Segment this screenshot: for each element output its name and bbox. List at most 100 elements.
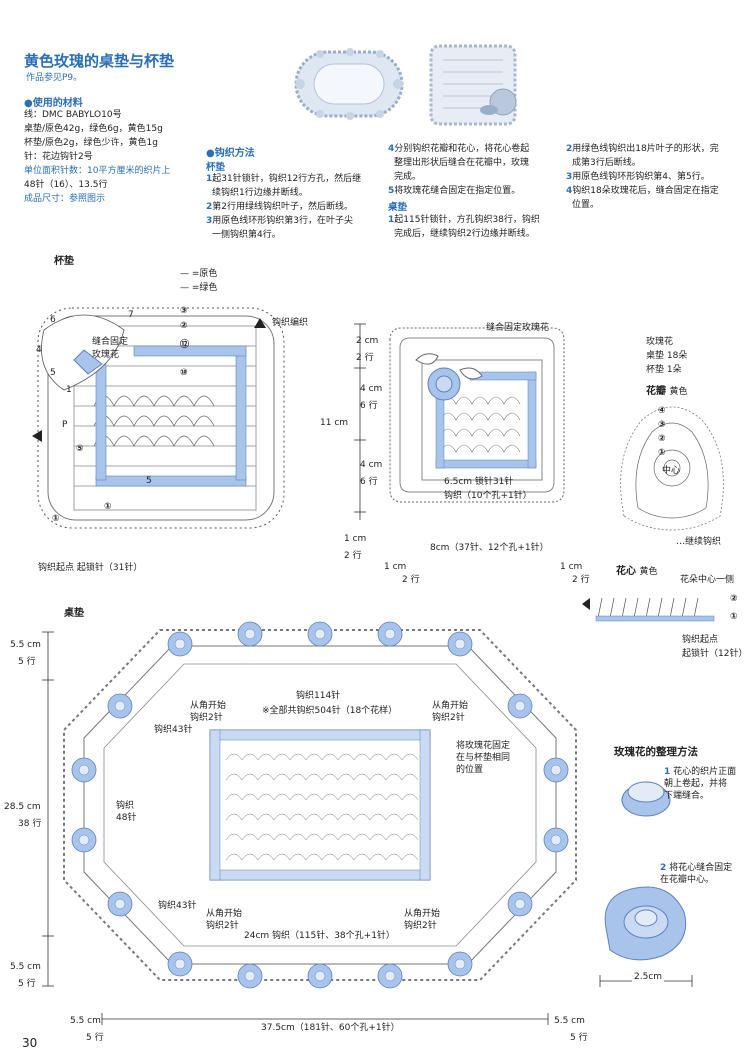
coaster-row-2: ② xyxy=(180,321,188,331)
page-title: 黄色玫瑰的桌垫与杯垫 xyxy=(24,52,175,70)
mat-dim-top: 5.5 cm xyxy=(10,640,41,650)
legend-green: — =绿色 xyxy=(180,283,218,293)
mat-width-total: 37.5cm（181针、60个孔+1针） xyxy=(258,1020,403,1033)
mat-note: ※全部共钩织504针（18个花样） xyxy=(262,706,398,716)
mat-corner-tl: 从角开始钩织2针 xyxy=(190,701,227,723)
heart-label: 花心 黄色 xyxy=(616,566,658,577)
heart-chart xyxy=(580,586,720,626)
heart-side-label: 花朵中心一侧 xyxy=(680,575,735,585)
coaster-leaf-row: 4 xyxy=(36,345,42,355)
materials-line: 杯垫/原色2g，绿色少许，黄色1g xyxy=(24,138,158,148)
method-col1: 1起31针锁针，钩织12行方孔，然后继 续钩织1行边缘并断线。 2第2行用绿线钩… xyxy=(206,174,362,240)
coaster-row-10: ⑩ xyxy=(180,368,188,378)
coaster-dim-mid1-rows: 6 行 xyxy=(360,401,378,411)
coaster-dim-bottom: 1 cm xyxy=(344,534,367,544)
coaster-bottom-width: 8cm（37针、12个孔+1针） xyxy=(430,543,549,553)
method-col3: 2用绿色线钩织出18片叶子的形状，完 成第3行后断线。 3用原色线钩环形钩织第4… xyxy=(566,144,719,210)
coaster-chart xyxy=(14,290,304,550)
mat-dim-mid-rows: 38 行 xyxy=(18,819,42,829)
coaster-leaf-row: 7 xyxy=(128,310,134,320)
table-mat-label: 桌垫 xyxy=(64,608,84,619)
method-col2: 4分别钩织花瓣和花心，将花心卷起 整理出形状后缝合在花瓣中，玫瑰 完成。 5将玫… xyxy=(388,144,540,239)
coaster-label: 杯垫 xyxy=(54,256,74,267)
petal-row-3: ③ xyxy=(658,420,666,430)
page-reference: 作品参见P9。 xyxy=(26,73,83,83)
heart-row-2: ② xyxy=(730,594,738,604)
coaster-center-label: 5 xyxy=(146,476,152,486)
petal-row-2: ② xyxy=(658,434,666,444)
mat-width-right: 5.5 cm xyxy=(554,1016,585,1026)
materials-line: 48针（16）、13.5行 xyxy=(24,180,108,190)
coaster-dim-bottom-rows: 2 行 xyxy=(344,551,362,561)
coaster-left-bottom: 1 cm xyxy=(384,562,407,572)
materials-heading: ●使用的材料 xyxy=(24,98,83,109)
materials-line: 单位面积针数：10平方厘米的织片上 xyxy=(24,166,171,176)
mat-left-bottom: 钩织43针 xyxy=(158,901,197,911)
mat-rose-note: 将玫瑰花固定在与杯垫相同的位置 xyxy=(456,741,511,775)
coaster-row-5: ⑤ xyxy=(76,444,84,454)
materials-line: 针：花边钩针2号 xyxy=(24,152,93,162)
finishing-step1-image xyxy=(616,770,676,820)
coaster-rose-label: 缝合固定玫瑰花 xyxy=(92,337,129,360)
mat-width-rule xyxy=(100,1012,550,1026)
coaster-dim-top: 2 cm xyxy=(356,336,379,346)
petal-row-1: ① xyxy=(658,448,666,458)
mat-bottom-count: 24cm 钩织（115针、38个孔+1针） xyxy=(244,931,395,941)
mat-width-left: 5.5 cm xyxy=(70,1016,101,1026)
coaster-rose-pos-label: 缝合固定玫瑰花 xyxy=(486,323,550,333)
materials-line: 桌垫/原色42g，绿色6g，黄色15g xyxy=(24,124,163,134)
page-number: 30 xyxy=(22,1036,38,1050)
coaster-leaf-row: 5 xyxy=(50,368,56,378)
photo-coaster xyxy=(425,40,525,130)
coaster-method-heading: 杯垫 xyxy=(206,162,226,173)
coaster-start-label: 钩织起点 起锁针（31针） xyxy=(38,563,143,573)
finishing-step2: 2 将花心缝合固定在花瓣中心。 xyxy=(660,863,733,885)
coaster-inner-rows: 钩织（10个孔+1针） xyxy=(444,491,532,501)
coaster-dim-mid2-rows: 6 行 xyxy=(360,477,378,487)
photo-table-mat xyxy=(290,44,408,124)
coaster-right-bottom-rows: 2 行 xyxy=(572,575,590,585)
coaster-row-3: ③ xyxy=(180,306,188,316)
legend-cream: — =原色 xyxy=(180,269,218,279)
method-heading: ●钩织方法 xyxy=(206,148,255,159)
finishing-size: 2.5cm xyxy=(632,972,665,982)
petal-label: 花瓣 黄色 xyxy=(646,386,688,397)
finishing-step1: 1 花心的织片正面朝上卷起，并将下端缝合。 xyxy=(664,767,737,801)
mat-top-count: 钩织114针 xyxy=(296,691,341,701)
rose-info-title: 玫瑰花 xyxy=(646,337,674,347)
heart-row-1: ① xyxy=(730,612,738,622)
petal-continue-label: …继续钩织 xyxy=(676,537,722,547)
rose-info-table: 桌垫 18朵 xyxy=(646,351,688,361)
materials-line: 线：DMC BABYLO10号 xyxy=(24,110,122,120)
mat-width-left-rows: 5 行 xyxy=(86,1033,104,1043)
coaster-row-12: ⑫ xyxy=(180,340,190,350)
coaster-dim-mid1: 4 cm xyxy=(360,384,383,394)
finishing-heading: 玫瑰花的整理方法 xyxy=(614,746,698,758)
materials-list: 线：DMC BABYLO10号 桌垫/原色42g，绿色6g，黄色15g 杯垫/原… xyxy=(24,108,170,206)
mat-dim-bottom: 5.5 cm xyxy=(10,962,41,972)
mat-left-top: 钩织43针 xyxy=(154,725,193,735)
finishing-step2-image xyxy=(596,878,696,968)
coaster-layout-diagram xyxy=(380,320,580,520)
coaster-row-1: ① xyxy=(104,502,112,512)
coaster-left-bottom-rows: 2 行 xyxy=(402,575,420,585)
mat-dim-bottom-rows: 5 行 xyxy=(18,979,36,989)
coaster-inner-width: 6.5cm 锁针31针 xyxy=(444,477,514,487)
coaster-p-label: P xyxy=(62,420,68,430)
mat-corner-br: 从角开始钩织2针 xyxy=(404,909,441,931)
materials-line: 成品尺寸：参照图示 xyxy=(24,194,106,204)
mat-width-right-rows: 5 行 xyxy=(570,1033,588,1043)
coaster-row-1b: ① xyxy=(52,514,60,524)
rose-info-coaster: 杯垫 1朵 xyxy=(646,365,682,375)
coaster-leaf-row: 6 xyxy=(50,315,56,325)
coaster-right-bottom: 1 cm xyxy=(560,562,583,572)
table-mat-chart xyxy=(50,610,590,1000)
heart-start: 钩织起点 xyxy=(682,635,719,645)
petal-chart xyxy=(610,396,734,536)
heart-chain: 起锁针（12针） xyxy=(682,649,748,659)
mat-dim-rule xyxy=(40,630,56,990)
mat-dim-top-rows: 5 行 xyxy=(18,657,36,667)
coaster-edge-label: 钩织编织 xyxy=(272,318,309,328)
petal-center-label: 中心 xyxy=(662,466,681,476)
